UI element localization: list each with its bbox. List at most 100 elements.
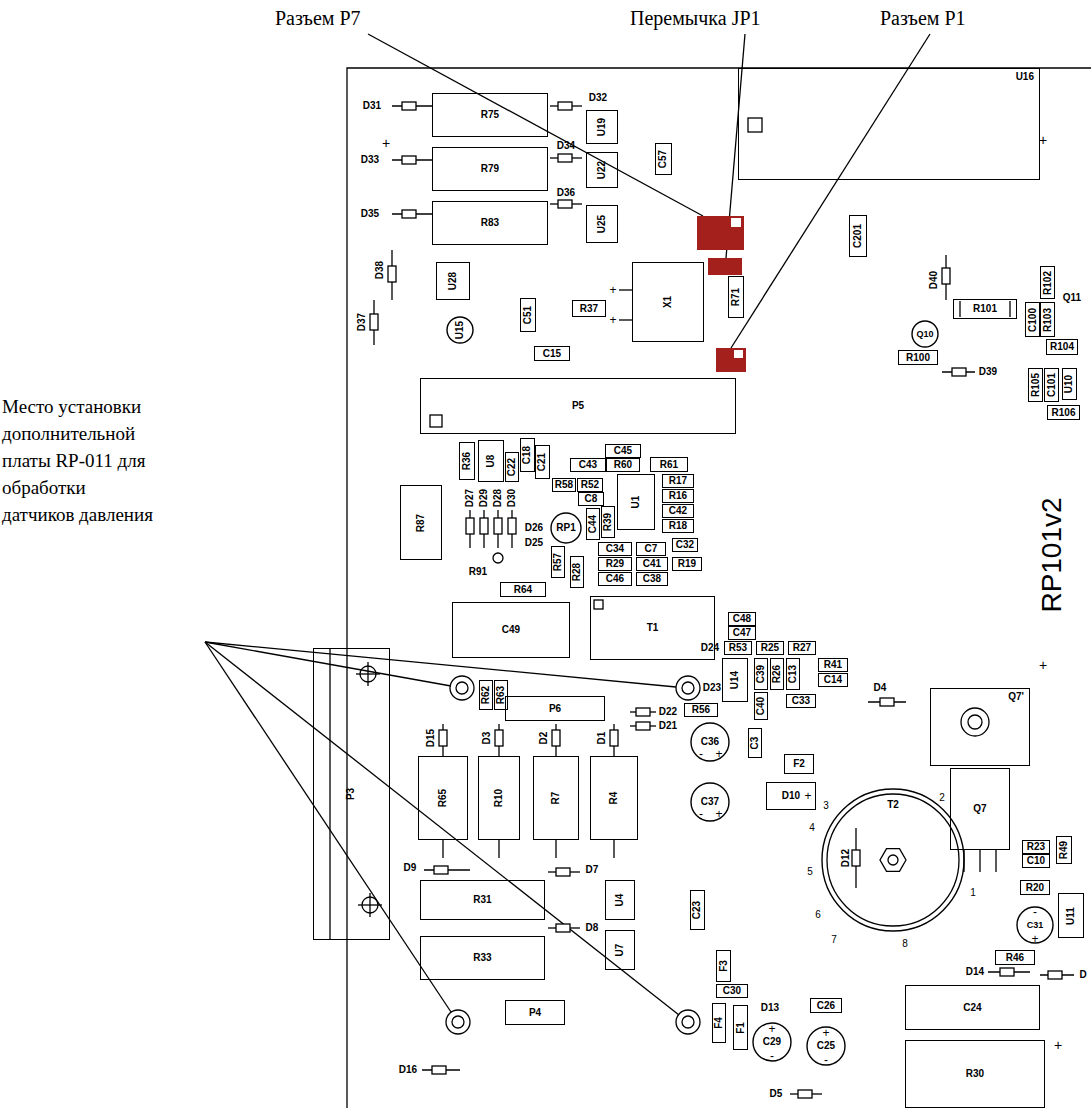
component-box: R57 xyxy=(551,546,565,578)
pin-number: 6 xyxy=(815,910,821,920)
component-designator: U15 xyxy=(455,321,465,339)
component-designator: R7 xyxy=(551,792,561,805)
component-designator: C44 xyxy=(588,515,598,533)
component-designator: R71 xyxy=(731,288,741,306)
diode-symbol xyxy=(508,518,516,534)
transistor-lead xyxy=(979,850,980,872)
component-circle: U15 xyxy=(446,316,474,344)
polarity-mark: - xyxy=(699,808,703,820)
component-designator: C15 xyxy=(543,349,561,359)
board-outline xyxy=(347,68,1091,1108)
component-designator: R106 xyxy=(1052,408,1076,418)
component-box: C101 xyxy=(1044,368,1059,402)
component-designator: R28 xyxy=(572,563,582,581)
component-box: R60 xyxy=(606,458,640,472)
component-box: U14 xyxy=(722,658,748,702)
callout-text: Разъем P1 xyxy=(880,8,966,28)
diode-symbol xyxy=(552,730,560,746)
component-designator: T1 xyxy=(647,623,659,633)
component-box: R27 xyxy=(788,641,816,655)
part-label: D3 xyxy=(482,732,492,745)
component-box: C49 xyxy=(452,602,570,658)
diode-symbol xyxy=(432,1066,446,1074)
part-label: D40 xyxy=(929,271,939,289)
mounting-hole xyxy=(682,682,694,694)
outline-circle xyxy=(807,1027,845,1065)
component-designator: F1 xyxy=(735,1022,745,1034)
component-designator: C33 xyxy=(792,696,810,706)
component-designator: U4 xyxy=(615,894,625,907)
polarity-mark: + xyxy=(609,314,616,326)
component-box: R39 xyxy=(601,506,615,538)
component-designator: C100 xyxy=(1028,308,1038,332)
component-designator: R19 xyxy=(678,559,696,569)
component-box: C32 xyxy=(672,538,698,552)
polarity-mark: - xyxy=(770,1050,774,1062)
diode-symbol xyxy=(402,210,416,218)
component-designator: Q10 xyxy=(916,330,933,339)
diode-symbol xyxy=(402,156,416,164)
outline-circle xyxy=(822,789,964,931)
part-label: D24 xyxy=(701,643,719,653)
polarity-mark: - xyxy=(1033,906,1037,918)
board-name: RP101v2 xyxy=(1038,497,1066,612)
component-designator: C46 xyxy=(606,574,624,584)
part-label: D12 xyxy=(841,849,851,867)
component-designator: C26 xyxy=(817,1001,835,1011)
component-box: C46 xyxy=(598,572,632,586)
callout-text: Перемычка JP1 xyxy=(630,8,761,28)
component-designator: R61 xyxy=(660,460,678,470)
component-designator: C45 xyxy=(614,446,632,456)
diode-symbol xyxy=(952,368,966,376)
component-box: R61 xyxy=(650,457,688,472)
component-box: P5 xyxy=(420,378,736,434)
component-box: C26 xyxy=(810,998,842,1013)
component-designator: R16 xyxy=(669,491,687,501)
diode-symbol xyxy=(434,866,448,874)
part-label: D25 xyxy=(525,538,543,548)
component-designator: U11 xyxy=(1066,907,1076,925)
part-label: D34 xyxy=(557,141,575,151)
component-box: C57 xyxy=(655,143,672,175)
component-designator: C38 xyxy=(643,574,661,584)
component-designator: U7 xyxy=(615,944,625,957)
diode-symbol xyxy=(558,154,572,162)
component-designator: R10 xyxy=(494,789,504,807)
part-label: D7 xyxy=(586,865,599,875)
part-label: D1 xyxy=(597,732,607,745)
component-box: R83 xyxy=(432,201,548,245)
component-designator: C41 xyxy=(643,559,661,569)
component-box: C34 xyxy=(598,542,632,556)
component-designator: P5 xyxy=(572,401,584,411)
component-designator: R27 xyxy=(793,643,811,653)
component-box: U16 xyxy=(738,68,1040,180)
component-designator: C21 xyxy=(538,453,548,471)
diode-symbol xyxy=(558,200,572,208)
component-designator: R33 xyxy=(473,953,491,963)
toroid-inner xyxy=(827,794,959,926)
component-box: U7 xyxy=(605,930,635,970)
component-box: C45 xyxy=(605,444,641,458)
highlight-jumper xyxy=(708,258,742,275)
component-box: U11 xyxy=(1058,893,1084,938)
component-designator: C47 xyxy=(733,628,751,638)
component-box: R87 xyxy=(400,485,442,560)
part-label: D22 xyxy=(659,707,677,717)
part-label: D16 xyxy=(399,1065,417,1075)
component-box: R31 xyxy=(420,880,545,920)
component-designator: R23 xyxy=(1027,842,1045,852)
component-box: R56 xyxy=(684,703,718,717)
polarity-mark: + xyxy=(1031,933,1038,945)
leader-line xyxy=(368,34,703,216)
polarity-mark: + xyxy=(715,808,722,820)
component-box: C33 xyxy=(786,694,816,708)
component-designator: R60 xyxy=(614,460,632,470)
component-designator: U25 xyxy=(597,215,607,233)
component-designator: T2 xyxy=(887,800,899,810)
diode-symbol xyxy=(1048,971,1062,979)
component-designator: R79 xyxy=(481,164,499,174)
part-label: D4 xyxy=(874,683,887,693)
component-designator: R100 xyxy=(906,353,930,363)
polarity-mark: + xyxy=(768,1023,775,1035)
